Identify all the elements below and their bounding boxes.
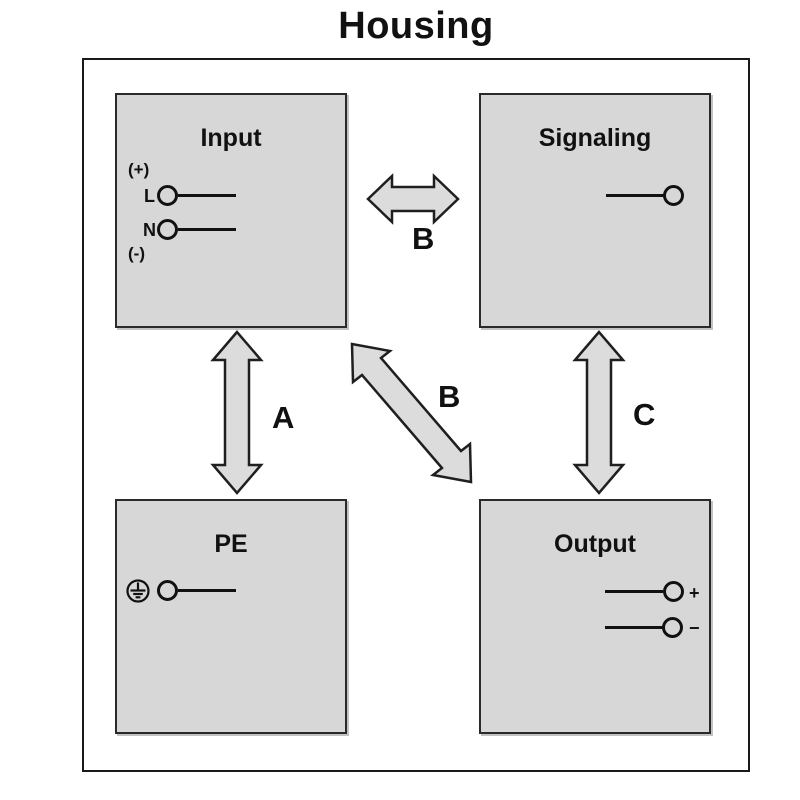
block-output-title: Output — [554, 530, 636, 558]
block-input: Input (+) L N (-) — [115, 93, 347, 328]
block-signaling: Signaling — [479, 93, 711, 328]
pe-terminal-circle-icon — [157, 580, 178, 601]
signaling-terminal-wire — [606, 194, 664, 197]
block-signaling-title: Signaling — [538, 124, 652, 152]
output-terminal-negative-circle-icon — [662, 617, 683, 638]
input-polarity-positive-label: (+) — [128, 160, 150, 179]
output-terminal-negative-label: − — [689, 618, 700, 638]
arrow-c-label: C — [633, 397, 656, 432]
pe-terminal-wire — [178, 589, 236, 592]
input-polarity-negative-label: (-) — [128, 244, 145, 263]
input-terminal-l-label: L — [144, 186, 155, 206]
signaling-terminal-circle-icon — [663, 185, 684, 206]
arrow-b-diagonal-label: B — [438, 379, 461, 414]
input-terminal-l-circle-icon — [157, 185, 178, 206]
input-terminal-l-wire — [178, 194, 236, 197]
block-pe-title: PE — [214, 530, 248, 558]
output-terminal-negative-wire — [605, 626, 663, 629]
diagram-title: Housing — [338, 5, 494, 47]
output-terminal-positive-label: + — [689, 583, 700, 603]
arrow-b-horizontal-label: B — [412, 221, 435, 256]
output-terminal-positive-circle-icon — [663, 581, 684, 602]
output-terminal-positive-wire — [605, 590, 663, 593]
arrow-a-label: A — [272, 400, 295, 435]
protective-earth-icon — [126, 579, 150, 603]
input-terminal-n-circle-icon — [157, 219, 178, 240]
block-input-title: Input — [200, 124, 262, 152]
input-terminal-n-label: N — [143, 220, 156, 240]
block-output: Output + − — [479, 499, 711, 734]
input-terminal-n-wire — [178, 228, 236, 231]
block-pe: PE — [115, 499, 347, 734]
